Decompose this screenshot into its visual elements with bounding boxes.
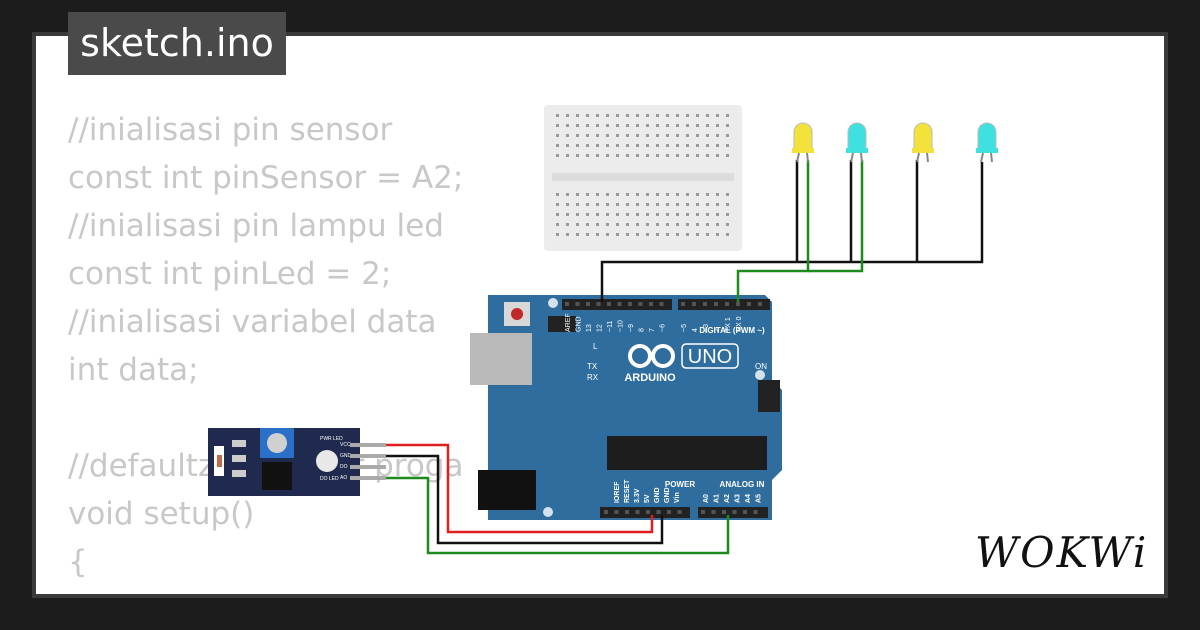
do-led-label: DO LED bbox=[320, 476, 339, 482]
led-cyan[interactable] bbox=[846, 122, 868, 163]
digital-pin-label: ~5 bbox=[681, 324, 688, 332]
digital-pin-label: ~3 bbox=[703, 324, 710, 332]
arduino-uno-board[interactable]: UNO ARDUINO DIGITAL (PWM ~) POWER ANALOG… bbox=[470, 295, 782, 520]
wire-pin2-led2 bbox=[808, 160, 864, 273]
l-led-label: L bbox=[593, 342, 598, 351]
digital-pin-label: ~11 bbox=[607, 321, 614, 332]
led-yellow[interactable] bbox=[792, 122, 814, 163]
wire-ao-a2 bbox=[386, 476, 730, 555]
analog-pin-label: A1 bbox=[714, 494, 721, 503]
analog-label: ANALOG IN bbox=[720, 480, 765, 489]
code-preview: //inialisasi pin sensor const int pinSen… bbox=[68, 106, 463, 594]
analog-pin-label: A3 bbox=[735, 494, 742, 503]
on-label: ON bbox=[755, 362, 767, 371]
power-pin-label: 3.3V bbox=[634, 488, 641, 503]
power-pin-label: IOREF bbox=[614, 481, 621, 503]
digital-pin-label: ~10 bbox=[618, 320, 625, 332]
pwr-led-label: PWR LED bbox=[320, 436, 343, 442]
power-pin-label: GND bbox=[654, 487, 661, 503]
digital-pin-label: 12 bbox=[597, 324, 604, 332]
power-label: POWER bbox=[665, 480, 695, 489]
arduino-logo-icon bbox=[628, 344, 675, 368]
file-tab[interactable]: sketch.ino bbox=[68, 12, 286, 75]
digital-pin-label: 4 bbox=[692, 328, 699, 332]
light-sensor-module[interactable]: PWR LED DO LED VCC GND DO AO bbox=[208, 428, 386, 496]
digital-pin-label: TX 1 bbox=[725, 317, 732, 332]
power-pin-label: 5V bbox=[644, 494, 651, 503]
wire-gnd bbox=[386, 454, 664, 545]
digital-pin-label: ~6 bbox=[660, 324, 667, 332]
power-pin-label: RESET bbox=[624, 479, 631, 503]
code-line: void setup() bbox=[68, 496, 255, 532]
power-pin-label: Vin bbox=[674, 492, 681, 503]
code-line: //inisialisasi serial?a... bbox=[68, 592, 426, 594]
pin-vcc-label: VCC bbox=[340, 442, 351, 448]
pin-gnd-label: GND bbox=[340, 453, 352, 459]
rx-label: RX bbox=[587, 373, 599, 382]
code-line: //inialisasi pin lampu led bbox=[68, 208, 444, 244]
digital-label: DIGITAL (PWM ~) bbox=[699, 326, 765, 335]
tx-label: TX bbox=[587, 362, 598, 371]
code-line: const int pinLed = 2; bbox=[68, 256, 392, 292]
wires bbox=[386, 160, 984, 555]
led-cyan[interactable] bbox=[976, 122, 998, 163]
digital-pin-label: 2 bbox=[714, 328, 721, 332]
board-model: UNO bbox=[688, 346, 732, 368]
wire-gnd-leds bbox=[600, 162, 984, 302]
power-jack bbox=[478, 470, 536, 510]
analog-pin-label: A2 bbox=[724, 494, 731, 503]
digital-pin-label: AREF bbox=[565, 313, 572, 332]
led-yellow[interactable] bbox=[912, 122, 934, 163]
power-pin-label: GND bbox=[664, 487, 671, 503]
digital-pin-label: 7 bbox=[649, 328, 656, 332]
wire-pin2-led1 bbox=[736, 160, 810, 302]
code-line: //inialisasi pin sensor bbox=[68, 112, 393, 148]
pin-ao-label: AO bbox=[340, 475, 347, 481]
breadboard[interactable] bbox=[544, 105, 742, 251]
board-brand: ARDUINO bbox=[624, 372, 676, 384]
usb-port bbox=[470, 333, 532, 385]
digital-pin-label: 13 bbox=[586, 324, 593, 332]
pin-do-label: DO bbox=[340, 464, 348, 470]
digital-pin-label: RX 0 bbox=[736, 316, 743, 332]
analog-pin-label: A5 bbox=[756, 494, 763, 503]
code-line: //inialisasi variabel data bbox=[68, 304, 437, 340]
code-line: { bbox=[68, 544, 88, 580]
ldr-icon bbox=[217, 455, 222, 467]
digital-pin-label: GND bbox=[576, 316, 583, 332]
digital-pin-label: 8 bbox=[639, 328, 646, 332]
code-line: int data; bbox=[68, 352, 199, 388]
digital-pin-label: ~9 bbox=[628, 324, 635, 332]
analog-pin-label: A0 bbox=[703, 494, 710, 503]
code-line: const int pinSensor = A2; bbox=[68, 160, 464, 196]
microcontroller-chip bbox=[607, 436, 767, 470]
wokwi-logo: WOKWi bbox=[975, 528, 1149, 577]
wire-vcc-5v bbox=[386, 443, 654, 534]
analog-pin-label: A4 bbox=[745, 494, 752, 503]
